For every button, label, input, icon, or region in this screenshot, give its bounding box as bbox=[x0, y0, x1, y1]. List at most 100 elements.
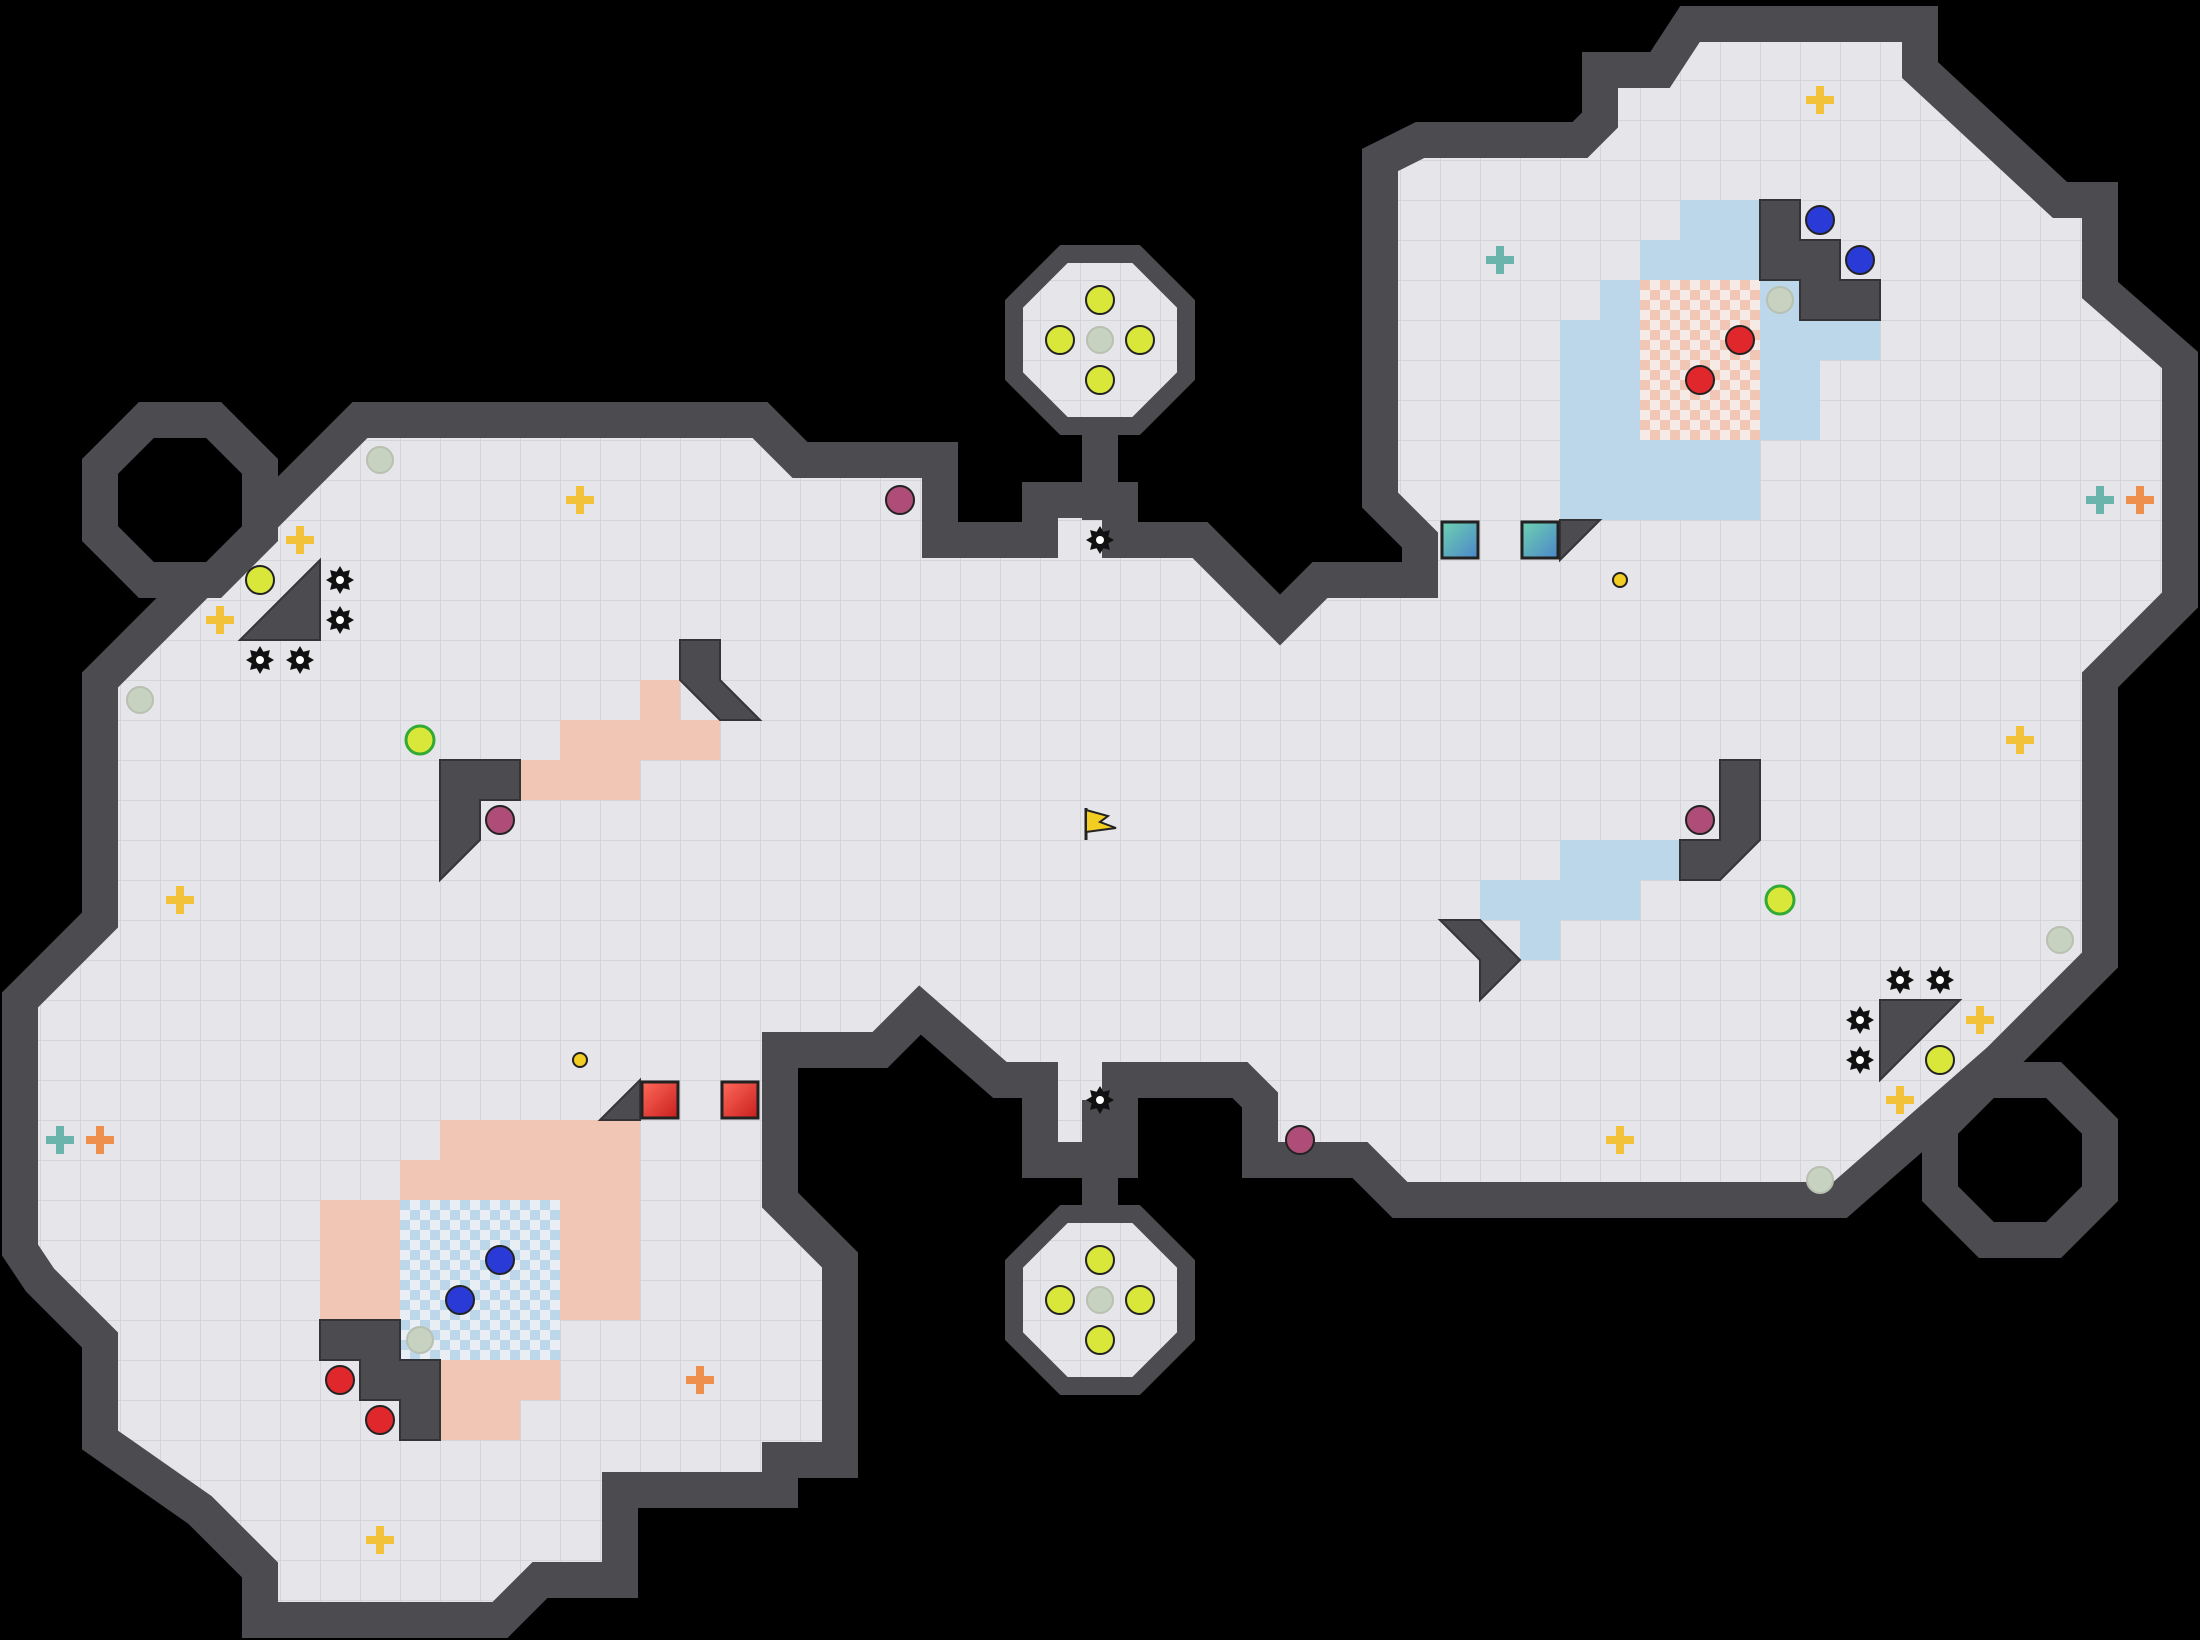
boost-arrow-icon bbox=[1886, 1086, 1914, 1114]
boost-cross bbox=[2086, 486, 2114, 514]
neutral-marker-icon bbox=[366, 446, 394, 474]
interior-wall bbox=[1559, 519, 1603, 563]
boost-arrow-icon bbox=[166, 886, 194, 914]
red-ball-icon bbox=[365, 1405, 395, 1435]
boost-cross bbox=[1886, 1086, 1914, 1114]
blue-ball-icon bbox=[1845, 245, 1875, 275]
small-dot-icon bbox=[572, 1052, 588, 1068]
boost-cross bbox=[206, 606, 234, 634]
neutral-marker-icon bbox=[1766, 286, 1794, 314]
yellow-marker-icon bbox=[1045, 1285, 1075, 1315]
red-ball-icon bbox=[1685, 365, 1715, 395]
yellow-marker-icon bbox=[1085, 1325, 1115, 1355]
red-team-tile bbox=[560, 720, 720, 760]
blue-team-tile bbox=[1560, 440, 1760, 520]
boost-cross bbox=[2006, 726, 2034, 754]
boost-cross bbox=[366, 1526, 394, 1554]
yellow-flag-icon bbox=[1084, 808, 1117, 840]
boost-arrow-icon bbox=[1606, 1126, 1634, 1154]
interior-wall bbox=[439, 759, 521, 883]
interior-wall bbox=[319, 1319, 441, 1441]
neutral-marker-icon bbox=[1086, 326, 1114, 354]
boost-arrow-icon bbox=[86, 1126, 114, 1154]
boost-cross bbox=[1606, 1126, 1634, 1154]
bomb-icon bbox=[885, 485, 915, 515]
spike-center bbox=[296, 656, 304, 664]
yellow-marker-icon bbox=[1085, 365, 1115, 395]
blue-ball-icon bbox=[485, 1245, 515, 1275]
boost-arrow-icon bbox=[206, 606, 234, 634]
spike-center bbox=[1936, 976, 1944, 984]
blue-team-tile bbox=[1680, 200, 1760, 240]
blue-team-tile bbox=[1520, 920, 1560, 960]
boost-cross bbox=[686, 1366, 714, 1394]
flag-cloth bbox=[1085, 808, 1117, 834]
spike-icon bbox=[1846, 1046, 1874, 1074]
bomb-icon bbox=[1285, 1125, 1315, 1155]
blue-team-tile bbox=[1480, 880, 1640, 920]
boost-arrow-icon bbox=[46, 1126, 74, 1154]
spike-icon bbox=[1846, 1006, 1874, 1034]
spike-center bbox=[336, 576, 344, 584]
spike-center bbox=[1856, 1016, 1864, 1024]
boost-arrow-icon bbox=[286, 526, 314, 554]
yellow-marker-icon bbox=[1085, 285, 1115, 315]
spike-center bbox=[1096, 536, 1104, 544]
interior-wall bbox=[1759, 199, 1881, 321]
spike-icon bbox=[1086, 1086, 1114, 1114]
bomb-icon bbox=[1685, 805, 1715, 835]
yellow-marker-icon bbox=[1085, 1245, 1115, 1275]
interior-wall bbox=[597, 1077, 641, 1121]
boost-cross bbox=[1806, 86, 1834, 114]
boost-arrow-icon bbox=[566, 486, 594, 514]
boost-cross bbox=[2126, 486, 2154, 514]
boost-arrow-icon bbox=[1966, 1006, 1994, 1034]
red-checker-tile bbox=[1640, 280, 1760, 440]
team-gate-icon[interactable] bbox=[640, 1080, 680, 1120]
red-team-tile bbox=[440, 1400, 520, 1440]
spike-icon bbox=[1926, 966, 1954, 994]
red-ball-icon bbox=[1725, 325, 1755, 355]
boost-arrow-icon bbox=[366, 1526, 394, 1554]
neutral-marker-icon bbox=[126, 686, 154, 714]
boost-cross bbox=[1966, 1006, 1994, 1034]
neutral-marker-icon bbox=[1086, 1286, 1114, 1314]
neutral-marker-icon bbox=[406, 1326, 434, 1354]
spike-icon bbox=[326, 566, 354, 594]
team-gate-icon[interactable] bbox=[1440, 520, 1480, 560]
spike-icon bbox=[286, 646, 314, 674]
right-wall-ring bbox=[1922, 1062, 2118, 1258]
boost-arrow-icon bbox=[686, 1366, 714, 1394]
interior-wall bbox=[1679, 759, 1761, 881]
spike-center bbox=[256, 656, 264, 664]
team-gate-icon[interactable] bbox=[1520, 520, 1560, 560]
small-dot-icon bbox=[1612, 572, 1628, 588]
boost-arrow-icon bbox=[1486, 246, 1514, 274]
spike-icon bbox=[326, 606, 354, 634]
blue-ball-icon bbox=[1805, 205, 1835, 235]
boost-cross bbox=[166, 886, 194, 914]
interior-wall bbox=[237, 557, 321, 641]
bottom-pod-neck bbox=[1082, 1100, 1118, 1220]
powerup-icon bbox=[404, 724, 436, 756]
yellow-marker-icon bbox=[1125, 325, 1155, 355]
spike-center bbox=[1896, 976, 1904, 984]
spike-icon bbox=[1086, 526, 1114, 554]
team-gate-icon[interactable] bbox=[720, 1080, 760, 1120]
red-team-tile bbox=[640, 680, 680, 720]
map-entities bbox=[46, 86, 2154, 1554]
boost-cross bbox=[566, 486, 594, 514]
boost-arrow-icon bbox=[2006, 726, 2034, 754]
boost-cross bbox=[86, 1126, 114, 1154]
neutral-marker-icon bbox=[1806, 1166, 1834, 1194]
blue-team-tile bbox=[1640, 240, 1760, 280]
interior-wall bbox=[1879, 999, 1963, 1083]
boost-arrow-icon bbox=[2086, 486, 2114, 514]
yellow-marker-icon bbox=[1045, 325, 1075, 355]
yellow-marker-icon bbox=[245, 565, 275, 595]
red-ball-icon bbox=[325, 1365, 355, 1395]
yellow-marker-icon bbox=[1925, 1045, 1955, 1075]
left-wall-ring bbox=[82, 402, 278, 598]
red-team-tile bbox=[520, 760, 640, 800]
